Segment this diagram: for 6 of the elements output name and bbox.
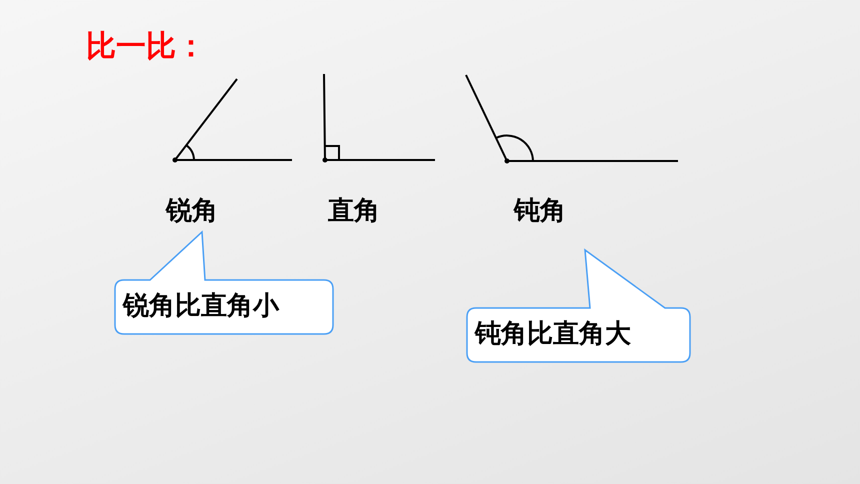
callout-text: 锐角比直角小 bbox=[123, 290, 279, 323]
angle-name: 钝角 bbox=[514, 195, 566, 228]
callout-text: 钝角比直角大 bbox=[475, 318, 631, 351]
angle-name: 锐角 bbox=[166, 195, 218, 228]
angle-name: 直角 bbox=[328, 195, 380, 228]
title: 比一比： bbox=[86, 28, 206, 66]
